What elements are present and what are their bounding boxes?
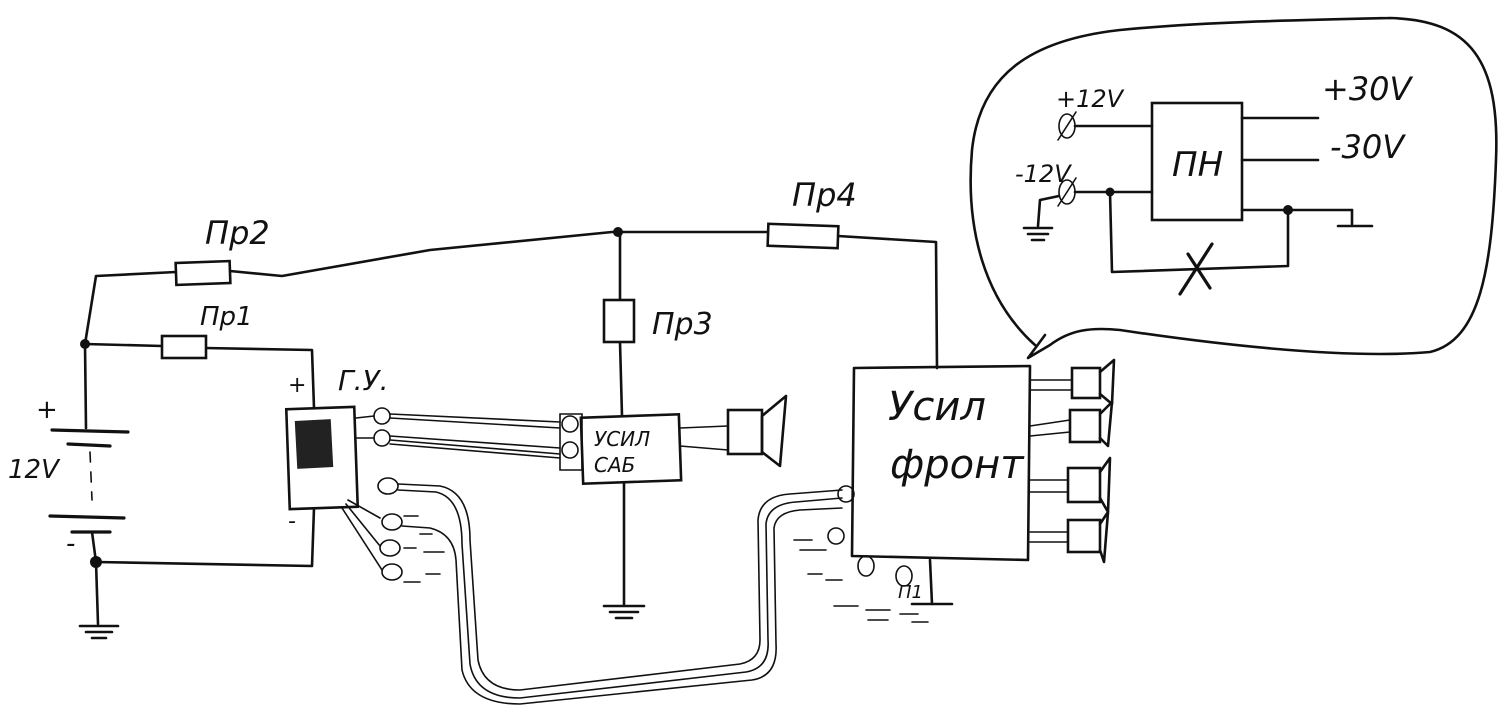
input-minus-label: -12V [1015,160,1072,188]
fuse-pr1-label: Пр1 [200,302,253,332]
rca-cable-front [397,483,843,705]
battery-voltage-label: 12V [8,455,61,485]
head-unit-plus-label: + [288,373,306,398]
head-unit-rca-outputs [341,407,403,581]
front-amplifier [827,364,1032,606]
fuse-pr3-label: Пр3 [652,307,713,342]
subwoofer-speaker [679,394,788,468]
front-speakers [1029,358,1116,564]
front-speaker-3 [1029,456,1112,514]
front-speaker-1 [1029,358,1116,406]
head-unit [284,405,360,511]
hatching-head-unit [403,515,445,583]
inset-ground-left [1022,226,1054,242]
fuse-pr4-label: Пр4 [792,176,857,214]
rca-cable-sub [389,413,561,459]
hatching-front-amp [793,539,929,623]
fuse-pr2-label: Пр2 [205,214,270,252]
output-plus-label: +30V [1322,70,1414,108]
fuse-pr4 [766,222,840,250]
head-unit-display [294,419,334,469]
ground-sub-amp [602,604,646,620]
output-minus-label: -30V [1330,128,1406,166]
fuse-pr2 [174,259,232,287]
sub-amplifier [559,412,683,486]
callout-bubble [969,16,1498,360]
front-amp-box [850,364,1032,562]
power-wiring [83,230,939,626]
fuse-pr3 [602,298,636,344]
sub-amp-label-line1: УСИЛ [594,427,650,451]
front-amp-small-label: П1 [898,582,923,603]
fuse-pr1 [160,334,208,360]
front-speaker-2 [1029,400,1114,448]
front-amp-label-line2: фронт [890,442,1025,488]
head-unit-minus-label: - [288,509,296,534]
sub-amp-label-line2: САБ [594,453,635,477]
converter-box [1150,101,1244,222]
crossed-out-link [1178,242,1214,296]
battery-plus-label: + [36,395,58,425]
head-unit-label: Г.У. [338,364,388,397]
ground-battery [78,624,120,640]
converter-inset: ПН +12V -12V +30V -30V [1015,70,1414,296]
inset-ground-right [1336,208,1374,228]
converter-label: ПН [1172,145,1223,185]
front-speaker-4 [1029,510,1110,564]
input-plus-label: +12V [1056,85,1125,113]
battery [48,342,130,564]
front-amp-label-line1: Усил [888,384,986,430]
battery-minus-label: - [66,529,75,559]
